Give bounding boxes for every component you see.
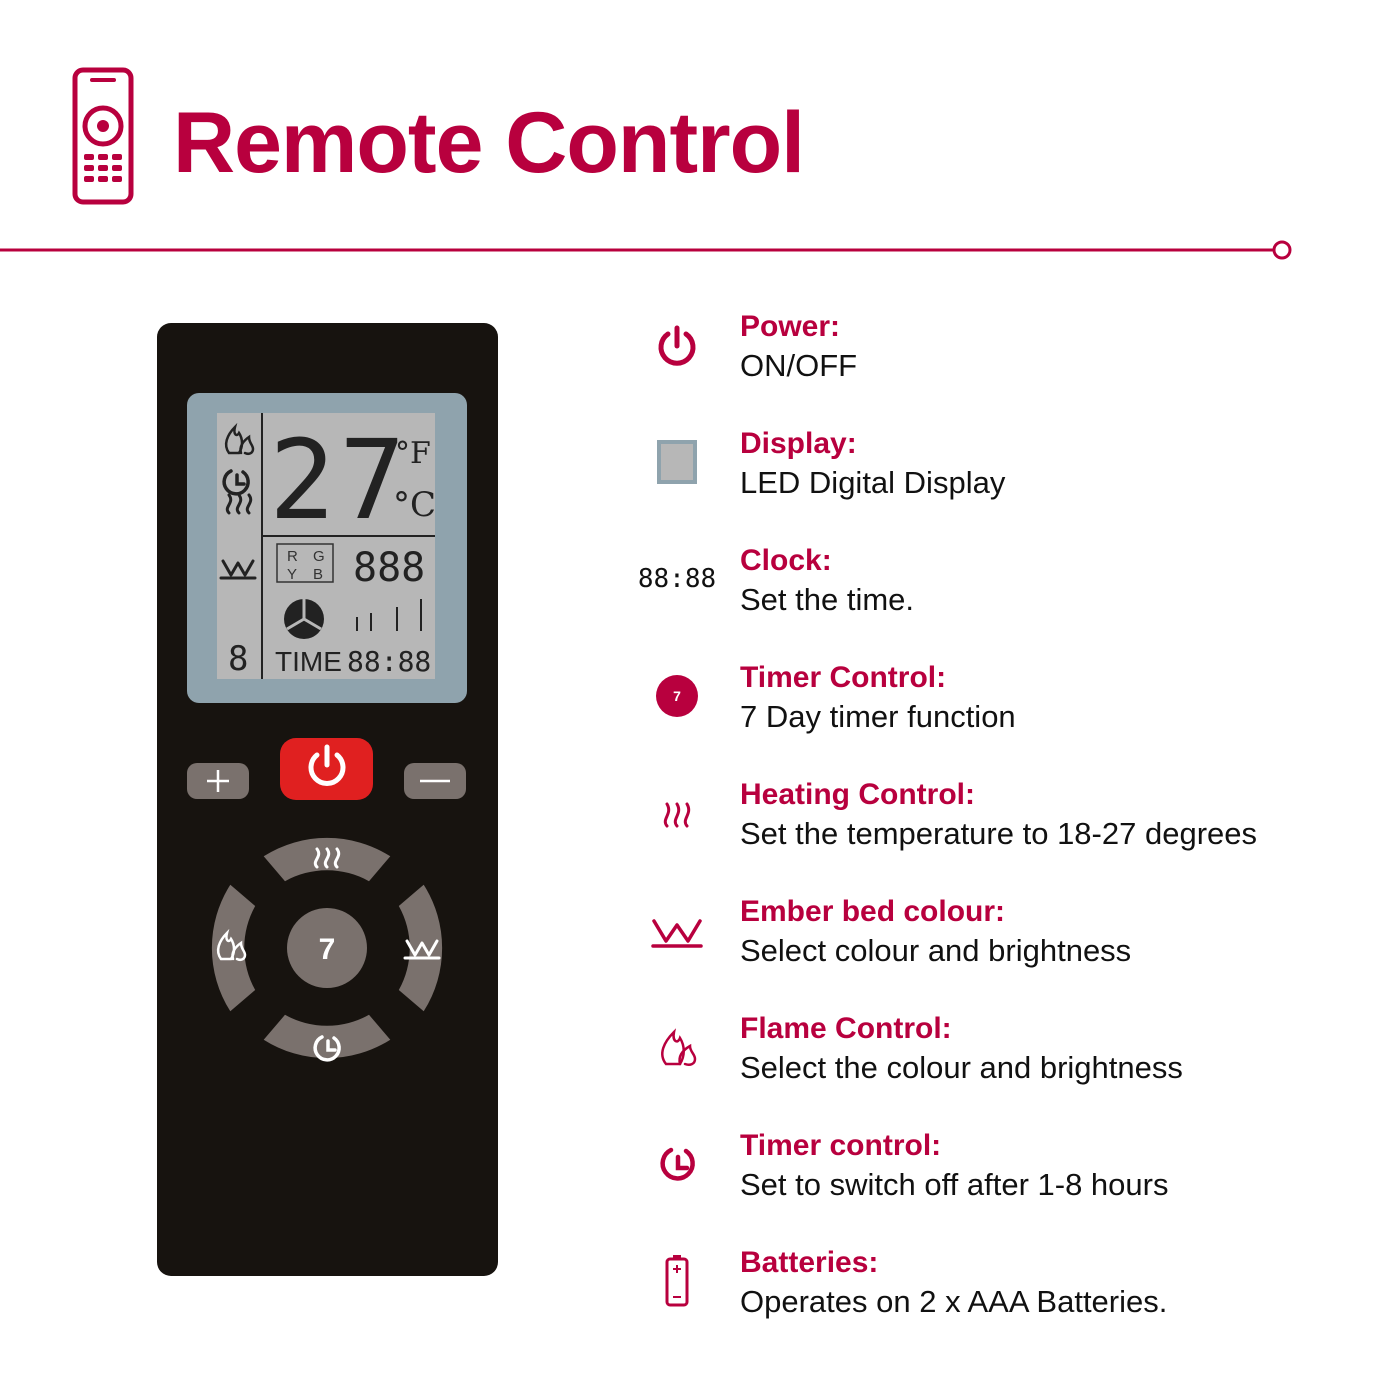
legend-desc: Set the temperature to 18-27 degrees [740, 816, 1257, 851]
plus-button-label: + [214, 762, 215, 763]
display-icon [657, 440, 697, 484]
lcd-rgb-y: Y [287, 566, 297, 583]
flame-button[interactable] [211, 884, 256, 1012]
header-divider [0, 240, 1292, 260]
power-icon [658, 325, 696, 366]
legend-item-heat: Heating Control: Set the temperature to … [600, 776, 1360, 876]
lcd-temperature: 27 [269, 416, 409, 544]
legend-title: Flame Control: [740, 1012, 952, 1045]
legend-title: Batteries: [740, 1246, 879, 1279]
timer-icon [660, 1147, 695, 1181]
heat-button-icon [313, 847, 341, 869]
legend-title: Timer Control: [740, 661, 947, 694]
legend-item-power: Power: ON/OFF [600, 308, 1360, 408]
legend-item-ember: Ember bed colour: Select colour and brig… [600, 893, 1360, 993]
flame-icon [661, 1028, 697, 1067]
lcd-fan-icon [284, 599, 324, 639]
legend-item-flame: Flame Control: Select the colour and bri… [600, 1010, 1360, 1110]
legend-title: Clock: [740, 544, 832, 577]
heat-button[interactable] [263, 837, 391, 882]
ember-button[interactable] [398, 884, 443, 1012]
day-timer-button-label: 7 [319, 933, 336, 966]
legend-item-timer: Timer control: Set to switch off after 1… [600, 1127, 1360, 1227]
lcd-rgb-r: R [287, 548, 298, 565]
remote-illustration: 8 27 °F °C R G Y B 888 TIME [157, 323, 498, 1276]
day-timer-icon: 7 [656, 675, 698, 717]
legend-desc: 7 Day timer function [740, 699, 1016, 734]
legend-item-clock: 88:88 Clock: Set the time. [600, 542, 1360, 642]
day-timer-button[interactable]: 7 [287, 908, 367, 988]
legend-desc: ON/OFF [740, 348, 858, 383]
lcd-level-digit: 8 [228, 639, 248, 679]
legend-desc: Select the colour and brightness [740, 1050, 1183, 1085]
lcd-ember-icon [219, 559, 257, 580]
lcd-flame-icon [224, 422, 255, 456]
lcd-rgb-g: G [313, 548, 325, 565]
legend-item-day-timer: 7 Timer Control: 7 Day timer function [600, 659, 1360, 759]
timer-button[interactable] [263, 1014, 391, 1062]
lcd-unit-f: °F [395, 436, 431, 471]
legend-item-display: Display: LED Digital Display [600, 425, 1360, 525]
legend-title: Power: [740, 310, 841, 343]
page-title: Remote Control [173, 95, 805, 191]
legend-item-battery: Batteries: Operates on 2 x AAA Batteries… [600, 1244, 1360, 1344]
minus-button[interactable] [404, 763, 466, 799]
legend-title: Ember bed colour: [740, 895, 1006, 928]
clock-icon: 88:88 [637, 564, 717, 594]
minus-button-label: — [430, 762, 431, 763]
lcd-time-label: TIME [275, 646, 342, 677]
legend-desc: Set to switch off after 1-8 hours [740, 1167, 1169, 1202]
lcd-rgb-b: B [313, 566, 323, 583]
legend-desc: Select colour and brightness [740, 933, 1132, 968]
legend-desc: Operates on 2 x AAA Batteries. [740, 1284, 1168, 1319]
lcd-display: 8 27 °F °C R G Y B 888 TIME [187, 393, 467, 703]
remote-control-icon [72, 67, 134, 205]
legend-title: Timer control: [740, 1129, 942, 1162]
lcd-level-bars [356, 599, 422, 631]
timer-button-icon [313, 1035, 341, 1062]
legend-title: Heating Control: [740, 778, 975, 811]
power-button-icon [308, 744, 346, 786]
flame-button-icon [216, 928, 247, 962]
lcd-timer-icon [222, 469, 250, 496]
lcd-segment-readout: 888 [353, 545, 425, 591]
power-button[interactable] [280, 738, 373, 800]
legend-desc: LED Digital Display [740, 465, 1006, 500]
battery-icon [665, 1255, 689, 1307]
lcd-time-value: 88:88 [347, 645, 431, 678]
lcd-unit-c: °C [393, 485, 436, 525]
lcd-heat-icon [225, 493, 253, 515]
ember-bed-icon [651, 919, 703, 948]
legend-title: Display: [740, 427, 857, 460]
plus-button[interactable] [187, 763, 249, 799]
legend-desc: Set the time. [740, 582, 915, 617]
ember-button-icon [403, 939, 441, 960]
heat-icon [663, 802, 691, 828]
